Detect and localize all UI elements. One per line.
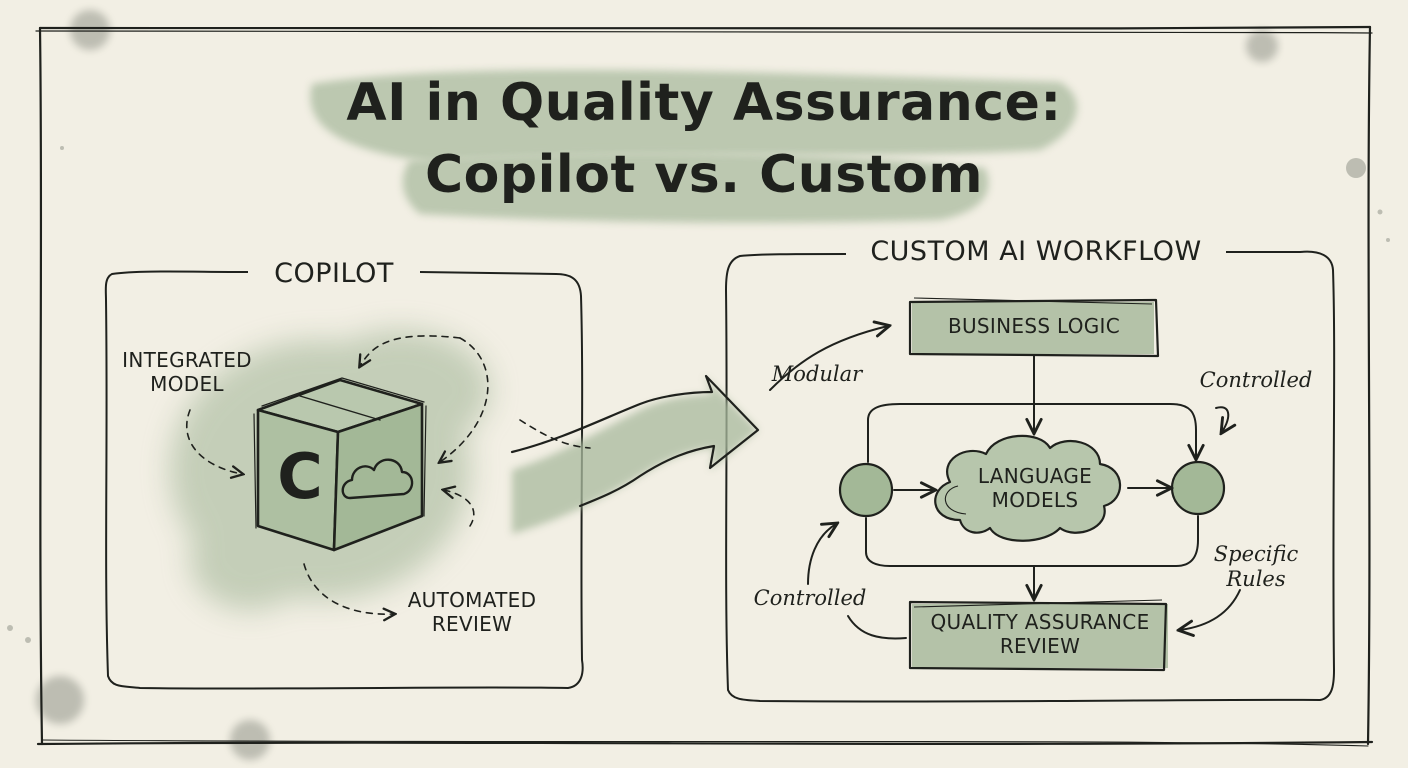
- copilot-dashed-arrows: [185, 335, 489, 614]
- title-wash: [310, 69, 1077, 223]
- cube-icon: [253, 377, 427, 552]
- custom-panel-frame: [724, 250, 1336, 703]
- custom-workflow-heading: CUSTOM AI WORKFLOW: [846, 236, 1226, 267]
- qa-review-box: [908, 599, 1168, 672]
- business-logic-box: [908, 297, 1160, 358]
- qa-review-label: QUALITY ASSURANCE REVIEW: [930, 610, 1150, 659]
- automated-review-label: AUTOMATED REVIEW: [407, 588, 537, 637]
- page-title-line1: AI in Quality Assurance:: [346, 73, 1062, 133]
- output-node: [1170, 460, 1226, 516]
- workflow-arrows: [769, 326, 1241, 640]
- note-specific-rules: Specific Rules: [1213, 542, 1299, 592]
- language-models-cloud: [934, 434, 1122, 542]
- cube-letter: C: [277, 440, 323, 513]
- note-modular: Modular: [771, 362, 863, 386]
- outer-frame: [35, 25, 1374, 747]
- note-controlled-left: Controlled: [753, 586, 867, 610]
- cloud-icon: [341, 458, 414, 500]
- input-node: [838, 462, 894, 518]
- page-title-line2: Copilot vs. Custom: [424, 145, 984, 205]
- copilot-panel-frame: [104, 270, 584, 690]
- copilot-heading: COPILOT: [248, 258, 420, 289]
- note-controlled-right: Controlled: [1199, 368, 1313, 392]
- integrated-model-label: INTEGRATED MODEL: [122, 348, 252, 397]
- flow-arrow: [510, 374, 760, 534]
- language-models-label: LANGUAGE MODELS: [977, 464, 1093, 513]
- paper-stains: [7, 10, 1390, 760]
- business-logic-label: BUSINESS LOGIC: [947, 314, 1121, 338]
